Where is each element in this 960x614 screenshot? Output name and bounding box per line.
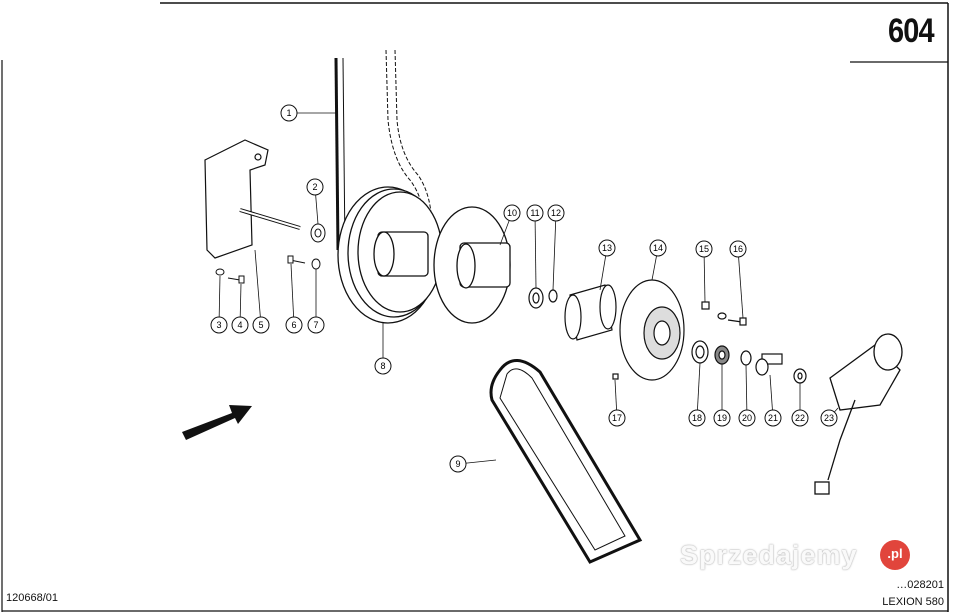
callout-23: 23 [820,409,838,427]
leader-line [737,248,744,319]
leader-line [703,248,706,303]
callout-number: 6 [291,320,296,330]
callout-number: 19 [717,413,727,423]
arrow-up-right-icon [182,405,252,440]
callout-number: 12 [551,208,561,218]
callout-circle [306,178,324,196]
callout-number: 8 [380,361,385,371]
drawing-number: 120668/01 [6,592,58,604]
callout-number: 14 [653,243,663,253]
callout-number: 20 [742,413,752,423]
callout-12: 12 [547,204,565,222]
callout-3: 3 [210,316,228,334]
callout-6: 6 [285,316,303,334]
callout-number: 22 [795,413,805,423]
callout-circle [820,409,838,427]
callout-number: 13 [602,243,612,253]
callout-circle [688,409,706,427]
callout-number: 18 [692,413,702,423]
callout-number: 5 [258,320,263,330]
callout-4: 4 [231,316,249,334]
callout-circle [729,240,747,258]
callout-circle [738,409,756,427]
callout-17: 17 [608,409,626,427]
callout-number: 3 [216,320,221,330]
pulley-8 [337,186,443,324]
callout-11: 11 [526,204,544,222]
callout-circle [547,204,565,222]
callout-circle [598,239,616,257]
callout-number: 11 [530,208,539,218]
callout-18: 18 [688,409,706,427]
callout-circle [307,316,325,334]
watermark-text: Sprzedajemy [680,540,858,570]
leader-line [552,212,557,291]
callout-circle [231,316,249,334]
callout-circle [374,357,392,375]
callout-16: 16 [729,240,747,258]
watermark-badge: .pl [880,540,910,570]
callout-number: 10 [507,208,517,218]
callout-circle [526,204,544,222]
callout-8: 8 [374,357,392,375]
callout-20: 20 [738,409,756,427]
bracket [204,139,301,259]
callout-13: 13 [598,239,616,257]
drive-belt-9 [489,359,643,564]
callout-2: 2 [306,178,324,196]
callout-circle [791,409,809,427]
callout-number: 17 [612,413,622,423]
callout-number: 16 [733,244,743,254]
callout-circle [285,316,303,334]
callout-number: 21 [768,413,778,423]
callout-number: 9 [455,459,460,469]
callout-15: 15 [695,240,713,258]
leader-line [696,362,701,419]
callout-circle [608,409,626,427]
callout-9: 9 [449,455,467,473]
callout-number: 7 [313,320,318,330]
callout-19: 19 [713,409,731,427]
callout-circle [649,239,667,257]
callout-circle [713,409,731,427]
callout-circle [503,204,521,222]
callout-number: 1 [286,108,291,118]
sensor-23 [814,333,903,495]
callout-14: 14 [649,239,667,257]
callout-circle [280,104,298,122]
leader-line [745,364,748,419]
model-name: LEXION 580 [882,596,944,608]
bearing-parts [528,279,807,384]
reference-number: …028201 [896,579,944,591]
leader-line [534,212,537,289]
callout-5: 5 [252,316,270,334]
callout-circle [252,316,270,334]
callout-circle [695,240,713,258]
leader-line [290,263,295,326]
disc-10 [433,206,511,324]
callout-number: 2 [312,182,317,192]
small-fasteners [215,223,326,284]
callout-number: 15 [699,244,709,254]
callout-1: 1 [280,104,298,122]
callout-number: 4 [237,320,242,330]
leader-line [254,249,262,326]
callout-22: 22 [791,409,809,427]
callout-circle [764,409,782,427]
callout-7: 7 [307,316,325,334]
callout-circle [449,455,467,473]
callout-circle [210,316,228,334]
callout-10: 10 [503,204,521,222]
callout-number: 23 [824,413,834,423]
page-number: 604 [888,12,935,50]
callout-21: 21 [764,409,782,427]
